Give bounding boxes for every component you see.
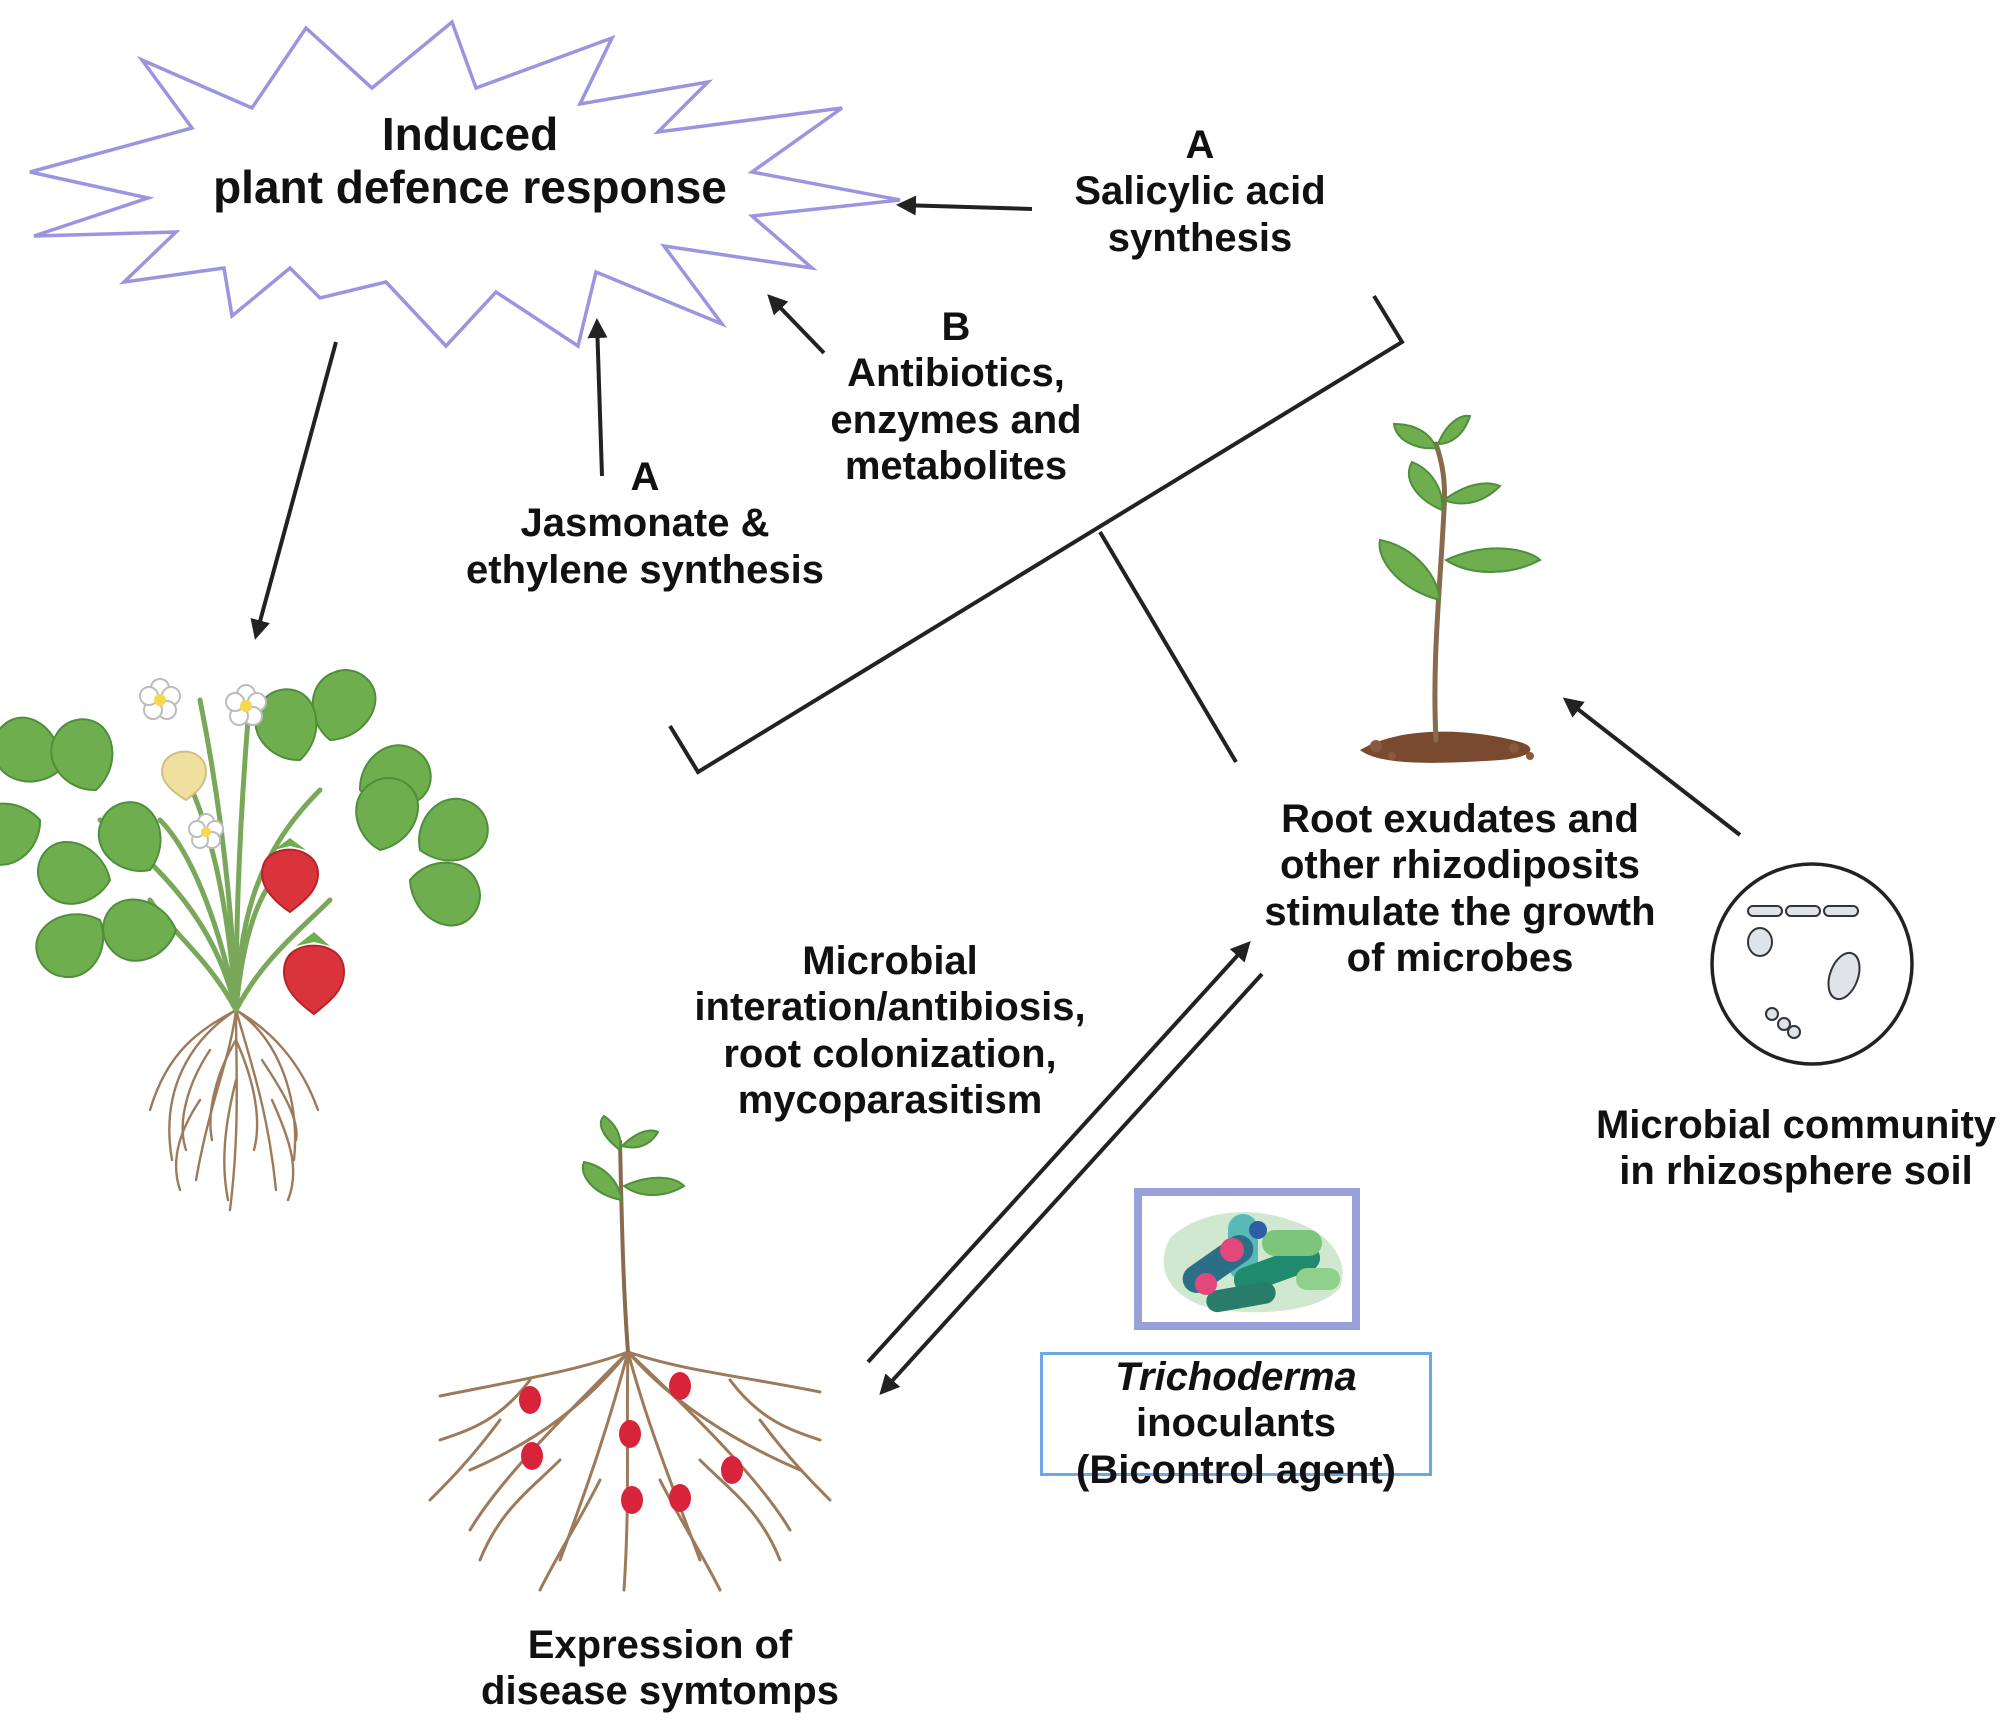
- defence-response-label: Induced plant defence response: [160, 108, 780, 215]
- strawberry-plant-icon: [0, 660, 500, 1212]
- salicylic-tag: A: [1185, 123, 1215, 167]
- arrow-jasmonate-to-defence: [587, 318, 608, 477]
- seedling-icon: [1360, 414, 1542, 763]
- trichoderma-box: [1040, 1352, 1432, 1476]
- diseased-seedling-icon: [428, 1114, 832, 1592]
- arrow-antibiotics-to-defence: [767, 294, 826, 355]
- petri-dish-icon: [1710, 862, 1914, 1066]
- root-exudates-line3: stimulate the growth: [1264, 889, 1656, 934]
- microbial-interaction-line1: Microbial: [802, 939, 978, 983]
- jasmonate-label: A Jasmonate & ethylene synthesis: [450, 454, 840, 593]
- microbial-interaction-line2: interation/antibiosis,: [694, 985, 1086, 1030]
- root-exudates-line4: of microbes: [1346, 936, 1574, 981]
- root-exudates-label: Root exudates and other rhizodiposits st…: [1250, 796, 1670, 982]
- microbial-community-label: Microbial community in rhizosphere soil: [1586, 1102, 2006, 1195]
- bracket-connector: [668, 294, 1405, 775]
- arrow-salicylic-to-defence: [896, 195, 1033, 216]
- disease-expression-line1: Expression of: [527, 1623, 793, 1667]
- antibiotics-line3: metabolites: [844, 444, 1068, 489]
- bacteria-culture-icon: [1134, 1188, 1360, 1330]
- microbial-community-line2: in rhizosphere soil: [1619, 1149, 1973, 1194]
- root-exudates-line1: Root exudates and: [1281, 797, 1639, 841]
- antibiotics-tag: B: [941, 305, 971, 349]
- trichoderma-line2: inoculants: [1135, 1401, 1337, 1446]
- salicylic-line1: Salicylic acid: [1074, 169, 1326, 214]
- arrow-community-to-seedling: [1562, 697, 1742, 837]
- defence-response-line2: plant defence response: [213, 161, 727, 214]
- antibiotics-line2: enzymes and: [830, 397, 1082, 442]
- arrow-exudates-to-disease: [879, 972, 1264, 1395]
- microbial-interaction-label: Microbial interation/antibiosis, root co…: [680, 938, 1100, 1124]
- jasmonate-tag: A: [630, 455, 660, 499]
- disease-expression-label: Expression of disease symtomps: [460, 1622, 860, 1715]
- microbial-community-line1: Microbial community: [1595, 1103, 1997, 1147]
- trichoderma-line3: (Bicontrol agent): [1076, 1447, 1396, 1492]
- salicylic-line2: synthesis: [1107, 215, 1293, 260]
- salicylic-label: A Salicylic acid synthesis: [1040, 122, 1360, 261]
- trichoderma-line1: Trichoderma: [1115, 1355, 1357, 1399]
- microbial-interaction-line4: mycoparasitism: [737, 1078, 1043, 1123]
- antibiotics-label: B Antibiotics, enzymes and metabolites: [814, 304, 1098, 490]
- trichoderma-label: Trichoderma inoculants (Bicontrol agent): [1040, 1354, 1432, 1493]
- defence-burst-shape: [29, 19, 901, 349]
- jasmonate-line2: ethylene synthesis: [466, 547, 824, 592]
- disease-expression-line2: disease symtomps: [481, 1669, 839, 1714]
- root-exudates-line2: other rhizodiposits: [1280, 843, 1640, 888]
- antibiotics-line1: Antibiotics,: [847, 351, 1065, 396]
- arrow-disease-to-exudates: [866, 941, 1251, 1364]
- jasmonate-line1: Jasmonate &: [520, 501, 770, 546]
- microbial-interaction-line3: root colonization,: [723, 1031, 1057, 1076]
- arrow-defence-to-plant: [250, 341, 338, 640]
- defence-response-line1: Induced: [381, 108, 559, 160]
